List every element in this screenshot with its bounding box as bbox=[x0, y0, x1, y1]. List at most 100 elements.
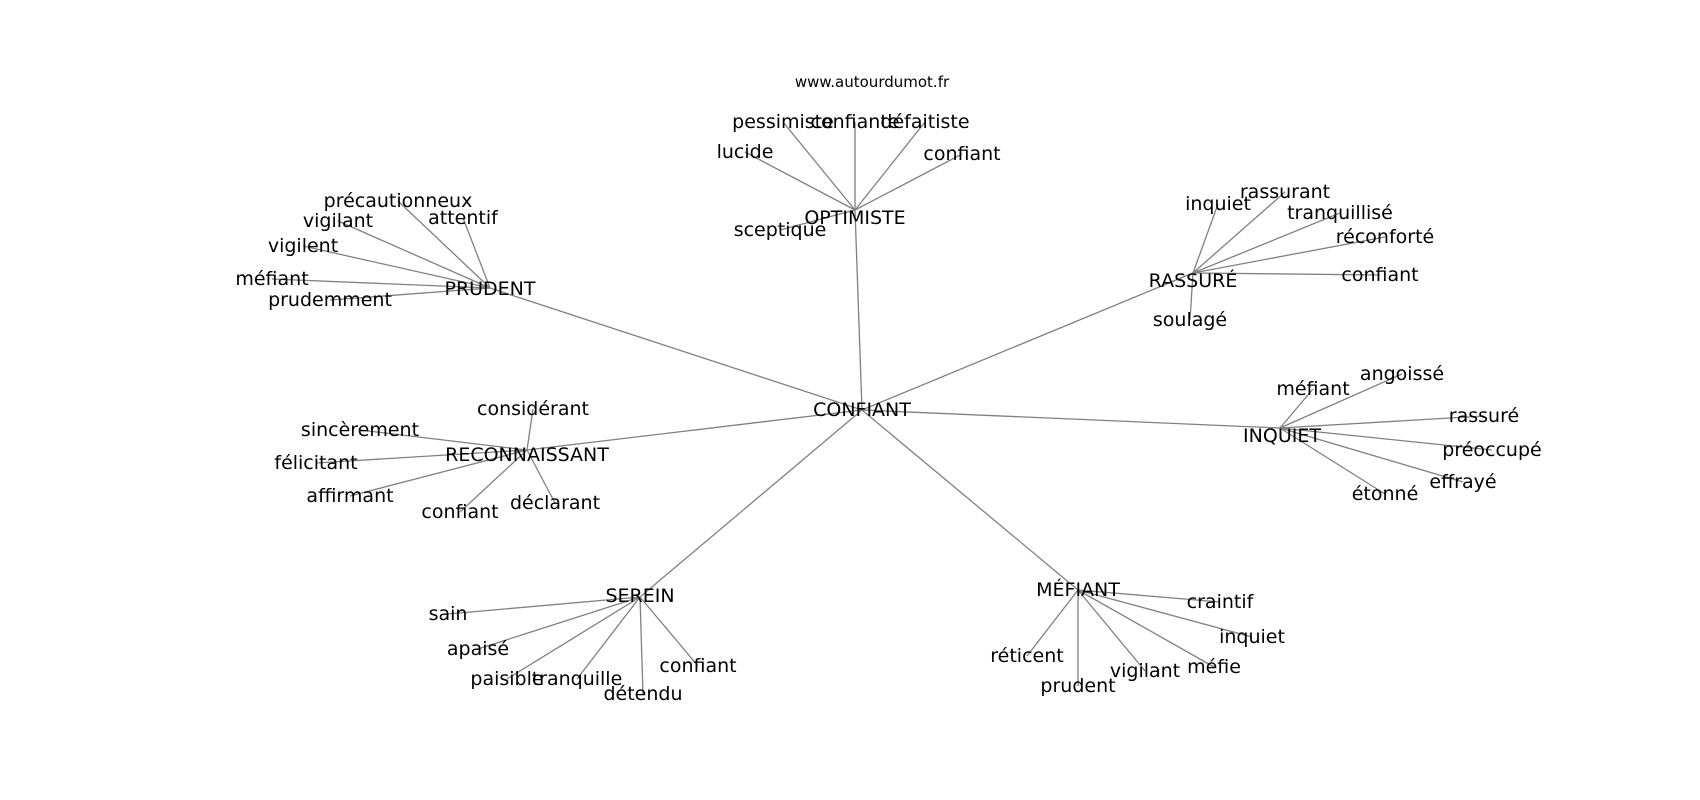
leaf-node-reconnaissant-0: considérant bbox=[477, 398, 589, 420]
edge-serein-leaf-1 bbox=[477, 596, 641, 650]
leaf-node-mefiant-4: prudent bbox=[1040, 675, 1115, 697]
leaf-node-rassure-2: tranquillisé bbox=[1287, 202, 1393, 224]
cluster-node-serein: SEREIN bbox=[605, 585, 674, 607]
leaf-node-mefiant-0: craintif bbox=[1187, 591, 1255, 613]
edge-reconnaissant-leaf-3 bbox=[349, 449, 528, 497]
leaf-node-prudent-3: vigilent bbox=[268, 235, 338, 257]
leaf-node-inquiet-4: effrayé bbox=[1429, 471, 1496, 493]
leaf-node-prudent-2: attentif bbox=[428, 207, 499, 229]
leaf-node-reconnaissant-1: sincèrement bbox=[301, 419, 419, 441]
leaf-node-inquiet-1: angoissé bbox=[1360, 363, 1444, 385]
leaf-node-inquiet-3: préoccupé bbox=[1442, 439, 1541, 461]
leaf-node-optimiste-4: confiant bbox=[923, 143, 1000, 165]
leaf-node-prudent-0: précautionneux bbox=[324, 190, 473, 212]
edge-mefiant-leaf-0 bbox=[1077, 589, 1221, 603]
edge-serein-leaf-4 bbox=[639, 596, 644, 695]
edge-prudent-leaf-1 bbox=[337, 220, 491, 289]
leaf-node-rassure-3: réconforté bbox=[1336, 226, 1434, 248]
edge-inquiet-leaf-0 bbox=[1279, 388, 1314, 429]
leaf-node-prudent-1: vigilant bbox=[303, 210, 373, 232]
edge-inquiet-leaf-2 bbox=[1279, 415, 1485, 429]
cluster-node-optimiste: OPTIMISTE bbox=[804, 207, 905, 229]
leaf-node-mefiant-5: réticent bbox=[990, 645, 1063, 667]
leaf-node-serein-2: paisible bbox=[470, 668, 543, 690]
edge-reconnaissant-leaf-0 bbox=[526, 408, 534, 451]
edge-rassure-leaf-0 bbox=[1192, 203, 1219, 274]
leaf-node-reconnaissant-4: confiant bbox=[421, 501, 498, 523]
leaf-node-reconnaissant-5: déclarant bbox=[510, 492, 600, 514]
edge-reconnaissant-leaf-2 bbox=[315, 449, 528, 464]
edge-optimiste-leaf-5 bbox=[779, 209, 856, 231]
edge-center-serein bbox=[639, 409, 863, 598]
leaf-node-serein-4: détendu bbox=[603, 683, 682, 705]
edge-optimiste-leaf-2 bbox=[854, 121, 926, 211]
center-node-label: CONFIANT bbox=[813, 399, 911, 421]
edge-serein-leaf-5 bbox=[639, 596, 699, 667]
leaf-node-reconnaissant-2: félicitant bbox=[274, 452, 357, 474]
edge-mefiant-leaf-5 bbox=[1026, 589, 1079, 657]
edge-serein-leaf-3 bbox=[576, 596, 641, 680]
source-credit: www.autourdumot.fr bbox=[795, 73, 950, 91]
edge-reconnaissant-leaf-4 bbox=[459, 449, 528, 513]
edge-rassure-leaf-3 bbox=[1192, 236, 1386, 274]
cluster-node-prudent: PRUDENT bbox=[444, 278, 535, 300]
cluster-node-mefiant: MÉFIANT bbox=[1036, 578, 1120, 601]
edge-rassure-leaf-2 bbox=[1192, 212, 1341, 274]
edge-rassure-leaf-1 bbox=[1192, 191, 1286, 274]
leaf-node-mefiant-2: méfie bbox=[1187, 656, 1241, 678]
edge-reconnaissant-leaf-1 bbox=[359, 429, 528, 451]
edges-layer bbox=[271, 121, 1493, 695]
leaf-node-reconnaissant-3: affirmant bbox=[306, 485, 393, 507]
leaf-node-inquiet-2: rassuré bbox=[1449, 405, 1519, 427]
edge-center-prudent bbox=[489, 287, 863, 411]
edge-rassure-leaf-4 bbox=[1192, 272, 1381, 276]
leaf-node-rassure-5: soulagé bbox=[1153, 309, 1227, 331]
edge-reconnaissant-leaf-5 bbox=[526, 449, 556, 504]
edge-center-reconnaissant bbox=[526, 409, 863, 451]
edge-inquiet-leaf-4 bbox=[1279, 427, 1464, 483]
leaf-node-serein-5: confiant bbox=[659, 655, 736, 677]
leaf-node-rassure-1: rassurant bbox=[1240, 181, 1330, 203]
leaf-node-serein-1: apaisé bbox=[447, 638, 509, 660]
edge-prudent-leaf-5 bbox=[329, 287, 491, 301]
edge-prudent-leaf-3 bbox=[302, 245, 491, 289]
edge-prudent-leaf-0 bbox=[397, 200, 491, 289]
edge-rassure-leaf-5 bbox=[1189, 272, 1194, 321]
leaf-node-optimiste-1: confiante bbox=[811, 111, 900, 133]
edge-serein-leaf-2 bbox=[506, 596, 641, 680]
edge-mefiant-leaf-2 bbox=[1077, 589, 1215, 668]
leaf-node-inquiet-0: méfiant bbox=[1276, 378, 1349, 400]
edge-mefiant-leaf-1 bbox=[1077, 589, 1253, 638]
edge-serein-leaf-0 bbox=[447, 596, 641, 615]
leaf-node-serein-0: sain bbox=[429, 603, 468, 625]
edge-optimiste-leaf-4 bbox=[854, 153, 963, 211]
leaf-node-optimiste-0: pessimiste bbox=[732, 111, 834, 133]
edge-prudent-leaf-2 bbox=[462, 217, 491, 289]
edge-inquiet-leaf-3 bbox=[1279, 427, 1493, 451]
leaf-node-optimiste-5: sceptique bbox=[734, 219, 827, 241]
cluster-node-inquiet: INQUIET bbox=[1243, 425, 1321, 447]
leaf-node-optimiste-3: lucide bbox=[717, 141, 774, 163]
leaf-node-rassure-0: inquiet bbox=[1185, 193, 1251, 215]
edge-inquiet-leaf-1 bbox=[1279, 373, 1403, 429]
labels-layer: CONFIANT OPTIMISTE pessimisteconfiantedéfa… bbox=[235, 111, 1541, 705]
edge-center-rassure bbox=[861, 272, 1194, 411]
leaf-node-prudent-5: prudemment bbox=[268, 289, 392, 311]
leaf-node-serein-3: tranquille bbox=[532, 668, 623, 690]
leaf-node-mefiant-3: vigilant bbox=[1110, 660, 1180, 682]
cluster-node-rassure: RASSURÉ bbox=[1149, 269, 1238, 292]
edge-center-mefiant bbox=[861, 409, 1079, 591]
edge-center-optimiste bbox=[854, 209, 863, 411]
leaf-node-optimiste-2: défaitiste bbox=[880, 111, 969, 133]
edge-mefiant-leaf-3 bbox=[1077, 589, 1146, 672]
edge-center-inquiet bbox=[861, 409, 1281, 429]
leaf-node-prudent-4: méfiant bbox=[235, 268, 308, 290]
leaf-node-rassure-4: confiant bbox=[1341, 264, 1418, 286]
cluster-node-reconnaissant: RECONNAISSANT bbox=[445, 444, 609, 466]
edge-optimiste-leaf-0 bbox=[782, 121, 856, 211]
leaf-node-inquiet-5: étonné bbox=[1352, 483, 1419, 505]
edge-inquiet-leaf-5 bbox=[1279, 427, 1386, 495]
leaf-node-mefiant-1: inquiet bbox=[1219, 626, 1285, 648]
edge-prudent-leaf-4 bbox=[271, 278, 491, 289]
